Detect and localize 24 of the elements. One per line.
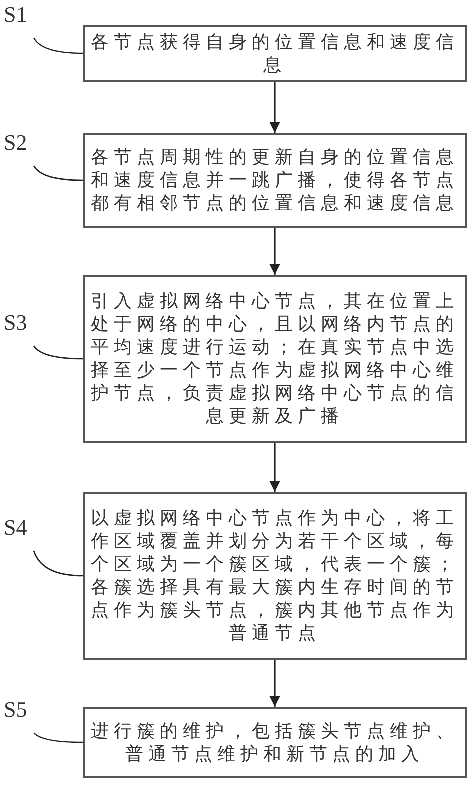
process-box	[83, 25, 467, 82]
leader-line	[33, 38, 84, 54]
leader-line	[33, 346, 83, 360]
arrow	[269, 660, 281, 707]
process-box	[83, 707, 467, 778]
leader-line	[33, 550, 84, 577]
step-text: 进行簇的维护，包括簇头节点维护、普通节点维护和新节点的加入	[90, 720, 460, 766]
process-box	[83, 275, 467, 443]
step-label: S4	[4, 515, 38, 541]
process-box	[83, 492, 467, 660]
step-label: S3	[4, 310, 38, 336]
step-text: 以虚拟网络中心节点作为中心，将工作区域覆盖并划分为若干个区域，每个区域为一个簇区域，代表一个簇；各簇选择具有最大簇内生存时间的节点作为簇头节点，簇内其他节点作为普通节点	[90, 507, 460, 645]
step-text: 各节点周期性的更新自身的位置信息和速度信息并一跳广播，使得各节点都有相邻节点的位置信息和速度信息	[90, 146, 460, 215]
leader-line	[33, 166, 83, 182]
arrow	[269, 443, 281, 492]
arrow	[269, 228, 281, 275]
step-label: S5	[4, 697, 38, 723]
step-text: 引入虚拟网络中心节点，其在位置上处于网络的中心，且以网络内节点的平均速度进行运动；在真实节点中选择至少一个节点作为虚拟网络中心维护节点，负责虚拟网络中心节点的信息更新及广播	[90, 290, 460, 428]
step-label: S1	[4, 2, 38, 28]
step-label: S2	[4, 130, 38, 156]
step-text: 各节点获得自身的位置信息和速度信息	[90, 30, 460, 76]
arrow	[269, 82, 281, 133]
leader-line	[34, 732, 83, 744]
process-box	[83, 133, 467, 228]
